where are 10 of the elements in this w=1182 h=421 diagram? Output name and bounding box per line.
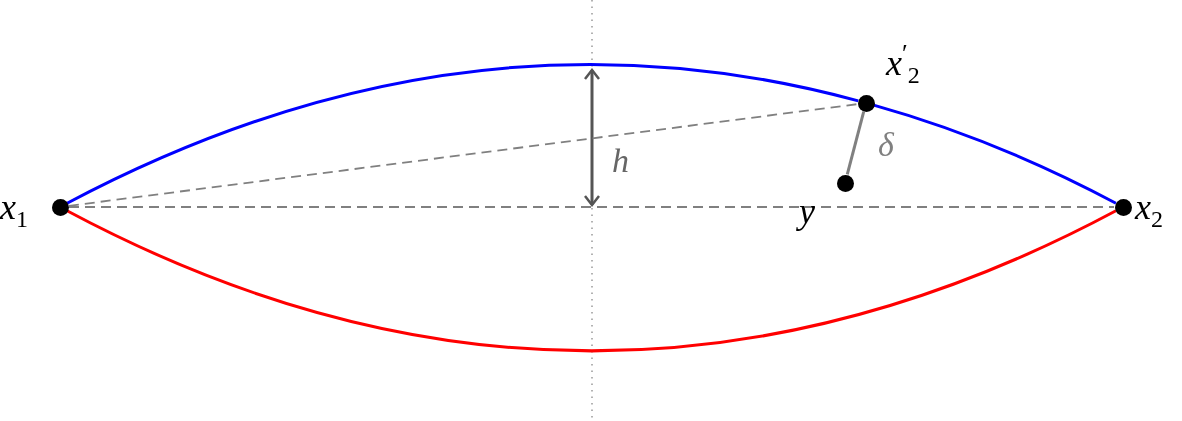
edge-label: δ [878, 128, 894, 162]
curve-line [873, 103, 1117, 205]
curve-line [66, 62, 859, 205]
point-label: x$_{2}$ [1135, 189, 1163, 232]
line-segment [845, 111, 866, 175]
dashed-line [68, 103, 858, 207]
point-label: x$_{1}$ [0, 189, 28, 232]
curve-line [66, 209, 1117, 353]
dimension-label: h [612, 144, 629, 178]
dashed-line [68, 206, 1115, 208]
